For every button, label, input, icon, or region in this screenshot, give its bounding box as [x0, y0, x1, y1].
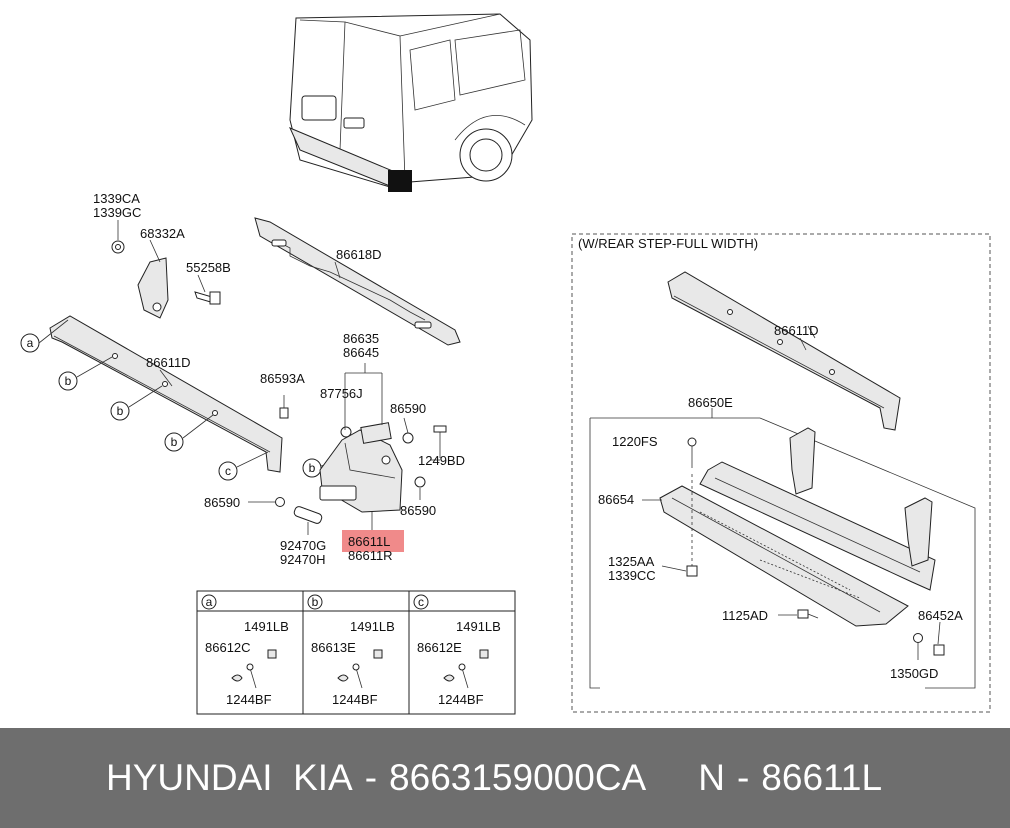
label-86635: 86635 [343, 331, 379, 346]
van-illustration [289, 13, 533, 192]
label-1325aa: 1325AA [608, 554, 655, 569]
footer-part-number: 8663159000CA [389, 757, 647, 798]
callout-b-4: b [309, 461, 316, 475]
label-86611d-main: 86611D [146, 355, 191, 370]
detail-c-top: 1491LB [456, 619, 501, 634]
detail-a-bottom: 1244BF [226, 692, 272, 707]
label-86611d-opt: 86611D [774, 323, 819, 338]
option-box-title: (W/REAR STEP-FULL WIDTH) [578, 236, 758, 251]
detail-a-mid: 86612C [205, 640, 251, 655]
detail-cell-a: a 1491LB 86612C 1244BF [201, 594, 289, 707]
detail-cell-c: c 1491LB 86612E 1244BF [413, 594, 501, 707]
labels-main: 1339CA 1339GC 68332A 55258B 86618D 86611… [93, 191, 465, 567]
detail-c-bottom: 1244BF [438, 692, 484, 707]
detail-b-top: 1491LB [350, 619, 395, 634]
bumper-86611d [49, 315, 283, 473]
label-55258b: 55258B [186, 260, 231, 275]
label-1339ca: 1339CA [93, 191, 140, 206]
label-86645: 86645 [343, 345, 379, 360]
option-box: (W/REAR STEP-FULL WIDTH) [571, 233, 991, 713]
label-86452a: 86452A [918, 608, 963, 623]
callout-b-2: b [117, 404, 124, 418]
detail-c-mid: 86612E [417, 640, 462, 655]
highlight-86611l [342, 530, 404, 552]
label-1339gc: 1339GC [93, 205, 141, 220]
label-87756j: 87756J [320, 386, 363, 401]
footer-sep-1: - [364, 757, 378, 798]
footer-oem-prefix: N [698, 757, 725, 798]
parts-diagram: a b b b c b [20, 13, 991, 715]
detail-b-key: b [312, 595, 319, 609]
footer-sep-2: - [736, 757, 750, 798]
label-86593a: 86593A [260, 371, 305, 386]
bracket-68332a [111, 220, 221, 319]
detail-table: a 1491LB 86612C 1244BF b 1491LB 86613E 1… [196, 590, 516, 715]
label-1125ad: 1125AD [722, 608, 768, 623]
label-86590-c: 86590 [204, 495, 240, 510]
detail-a-key: a [206, 595, 213, 609]
label-1220fs: 1220FS [612, 434, 658, 449]
footer-oem-number: 86611L [761, 757, 883, 798]
callout-a-1: a [27, 336, 34, 350]
label-68332a: 68332A [140, 226, 185, 241]
rail-86618d [254, 217, 461, 346]
label-86654: 86654 [598, 492, 634, 507]
label-86618d: 86618D [336, 247, 382, 262]
footer-brand: HYUNDAI KIA [106, 757, 353, 798]
label-86590-b: 86590 [400, 503, 436, 518]
corner-86611l [248, 363, 447, 535]
label-1339cc: 1339CC [608, 568, 656, 583]
callouts: a b b b c b [20, 319, 337, 481]
detail-cell-b: b 1491LB 86613E 1244BF [307, 594, 395, 707]
detail-c-key: c [418, 595, 424, 609]
label-86650e: 86650E [688, 395, 733, 410]
label-92470h: 92470H [280, 552, 326, 567]
label-1249bd: 1249BD [418, 453, 465, 468]
detail-b-bottom: 1244BF [332, 692, 378, 707]
detail-a-top: 1491LB [244, 619, 289, 634]
label-86590-a: 86590 [390, 401, 426, 416]
callout-c-1: c [225, 464, 231, 478]
label-86611r: 86611R [348, 548, 393, 563]
label-92470g: 92470G [280, 538, 326, 553]
label-86611l: 86611L [348, 534, 390, 549]
callout-b-1: b [65, 374, 72, 388]
detail-b-mid: 86613E [311, 640, 356, 655]
callout-b-3: b [171, 435, 178, 449]
label-1350gd: 1350GD [890, 666, 938, 681]
